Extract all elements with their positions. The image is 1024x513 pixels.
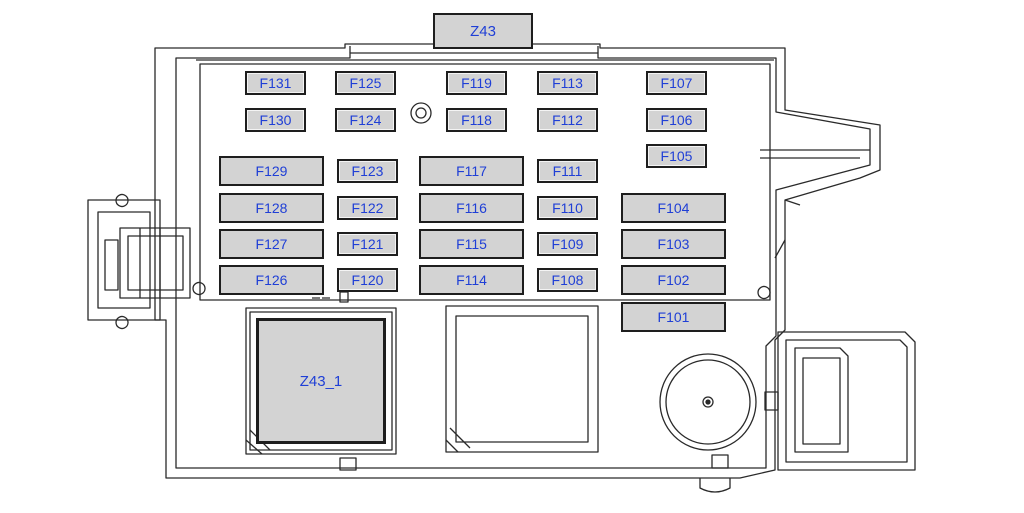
- fuse-f113: F113: [537, 71, 598, 95]
- relay-z43-1: Z43_1: [256, 318, 386, 444]
- fuse-f121: F121: [337, 232, 398, 256]
- fuse-f131: F131: [245, 71, 306, 95]
- fuse-f109: F109: [537, 232, 598, 256]
- fuse-f115: F115: [419, 229, 524, 259]
- fuse-f123: F123: [337, 159, 398, 183]
- fuse-f119: F119: [446, 71, 507, 95]
- fuse-f104: F104: [621, 193, 726, 223]
- fuse-f120: F120: [337, 268, 398, 292]
- fuse-f128: F128: [219, 193, 324, 223]
- relay-z43: Z43: [433, 13, 533, 49]
- fuse-f117: F117: [419, 156, 524, 186]
- fuse-f116: F116: [419, 193, 524, 223]
- fuse-f118: F118: [446, 108, 507, 132]
- fuse-f114: F114: [419, 265, 524, 295]
- fuse-f112: F112: [537, 108, 598, 132]
- fuse-f126: F126: [219, 265, 324, 295]
- fuse-f101: F101: [621, 302, 726, 332]
- fuse-f127: F127: [219, 229, 324, 259]
- fuse-f111: F111: [537, 159, 598, 183]
- fuse-f103: F103: [621, 229, 726, 259]
- fuse-f110: F110: [537, 196, 598, 220]
- fuse-f130: F130: [245, 108, 306, 132]
- fuse-f105: F105: [646, 144, 707, 168]
- fuse-f102: F102: [621, 265, 726, 295]
- fuse-f107: F107: [646, 71, 707, 95]
- fuse-f124: F124: [335, 108, 396, 132]
- fuse-f129: F129: [219, 156, 324, 186]
- fuse-f108: F108: [537, 268, 598, 292]
- fuse-f125: F125: [335, 71, 396, 95]
- fuse-f122: F122: [337, 196, 398, 220]
- fuse-f106: F106: [646, 108, 707, 132]
